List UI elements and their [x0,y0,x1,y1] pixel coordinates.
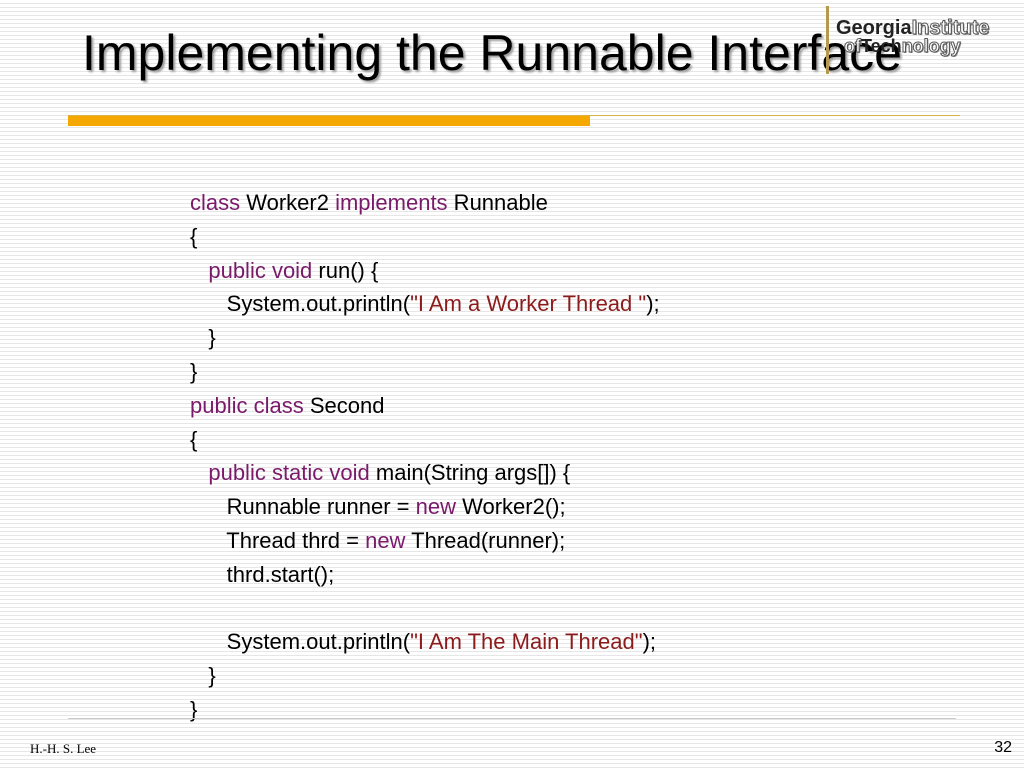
logo-bar [826,6,829,74]
code-line: public class Second [190,389,660,423]
footer-rule [68,718,956,719]
code-text: } [190,325,216,351]
code-text: System.out.println( [190,629,411,655]
code-text [190,460,208,485]
code-keyword: class [190,190,241,215]
logo-word-nology: nology [901,36,961,57]
author-footer: H.-H. S. Lee [30,741,97,756]
code-text: } [190,696,198,722]
code-text: Worker2(); [456,494,566,520]
code-text: ); [642,629,657,655]
code-text: Runnable runner = [190,494,416,520]
logo-word-tech: Tech [861,36,902,56]
code-text: } [190,663,216,689]
slide-title: Implementing the Runnable Interface [82,25,902,81]
code-text: thrd.start(); [190,561,335,587]
code-keyword: implements [335,190,448,215]
code-line: System.out.println("I Am The Main Thread… [190,625,660,659]
logo-word-of: of [844,36,862,57]
code-text: { [190,223,198,249]
code-text: Thread thrd = [190,527,366,553]
logo-line-1: GeorgiaInstitute [836,17,990,39]
georgia-tech-logo: GeorgiaInstitute ofTechnology [822,2,1018,88]
page-number: 32 [994,739,1012,756]
code-line: System.out.println("I Am a Worker Thread… [190,287,660,321]
code-keyword: public void [208,257,313,283]
title-rule [68,115,960,116]
code-line: class Worker2 implements Runnable [190,186,660,220]
code-line: { [190,423,660,457]
code-line: thrd.start(); [190,558,660,592]
code-text: Worker2 [240,190,336,215]
code-keyword: new [415,494,456,520]
code-line: { [190,220,660,254]
code-line: } [190,321,660,355]
code-text: ); [646,291,660,317]
logo-word-georgia: Georgia [836,17,912,39]
code-line: public void run() { [190,254,660,288]
code-string: "I Am a Worker Thread " [410,291,647,317]
code-line: Thread thrd = new Thread(runner); [190,524,660,558]
code-text: } [190,358,198,384]
code-text: run() { [312,257,379,283]
code-keyword: public class [190,392,304,418]
code-block: class Worker2 implements Runnable { publi… [190,186,660,727]
logo-word-institute: Institute [911,17,990,39]
code-line: } [190,659,660,693]
code-line: } [190,693,660,727]
code-line: public static void main(String args[]) { [190,456,660,490]
code-keyword: new [365,527,406,553]
code-text: Thread(runner); [405,527,566,553]
title-accent-bar [68,116,590,126]
code-keyword: public static void [208,460,370,486]
code-text: Runnable [447,190,548,215]
code-line: Runnable runner = new Worker2(); [190,490,660,524]
code-string: "I Am The Main Thread" [410,629,643,655]
code-line [190,592,660,626]
logo-line-2: ofTechnology [844,36,962,57]
code-text: Second [303,392,385,418]
code-text: main(String args[]) { [369,460,571,486]
code-text: { [190,426,198,452]
code-text [190,258,208,283]
code-line: } [190,355,660,389]
code-text: System.out.println( [190,291,411,317]
